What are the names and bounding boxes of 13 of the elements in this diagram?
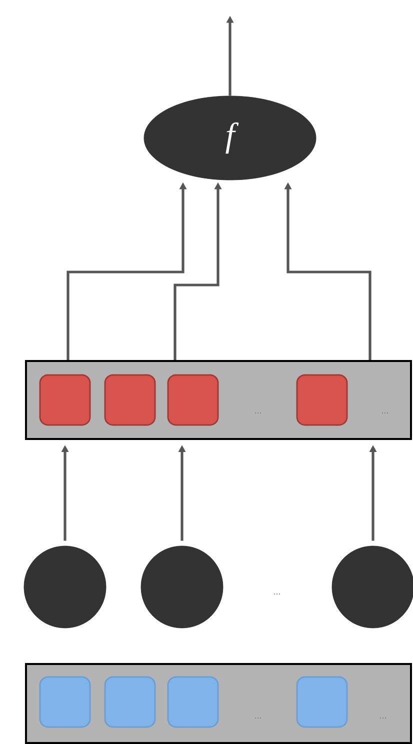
unit-square bbox=[104, 374, 156, 426]
ellipsis-label: ... bbox=[382, 412, 388, 414]
unit-square bbox=[167, 374, 219, 426]
neuron-circle bbox=[140, 546, 224, 628]
unit-square bbox=[296, 374, 348, 426]
unit-square bbox=[296, 676, 348, 728]
neuron-circle bbox=[332, 546, 413, 628]
unit-square bbox=[39, 374, 91, 426]
unit-square bbox=[167, 676, 219, 728]
neuron-circle bbox=[24, 546, 106, 628]
unit-square bbox=[39, 676, 91, 728]
unit-square bbox=[104, 676, 156, 728]
ellipsis-label: ... bbox=[255, 412, 261, 414]
